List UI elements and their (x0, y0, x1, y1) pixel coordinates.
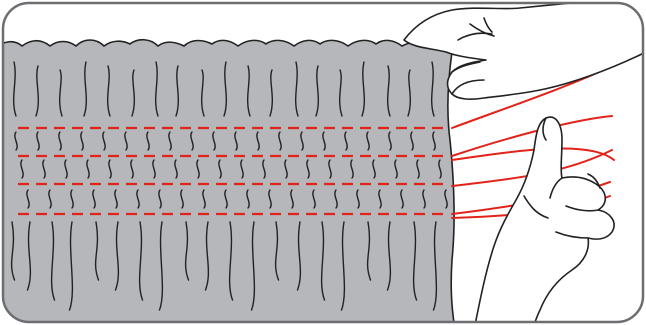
hand-pulling-threads (474, 117, 614, 325)
gathered-fabric (0, 40, 455, 325)
